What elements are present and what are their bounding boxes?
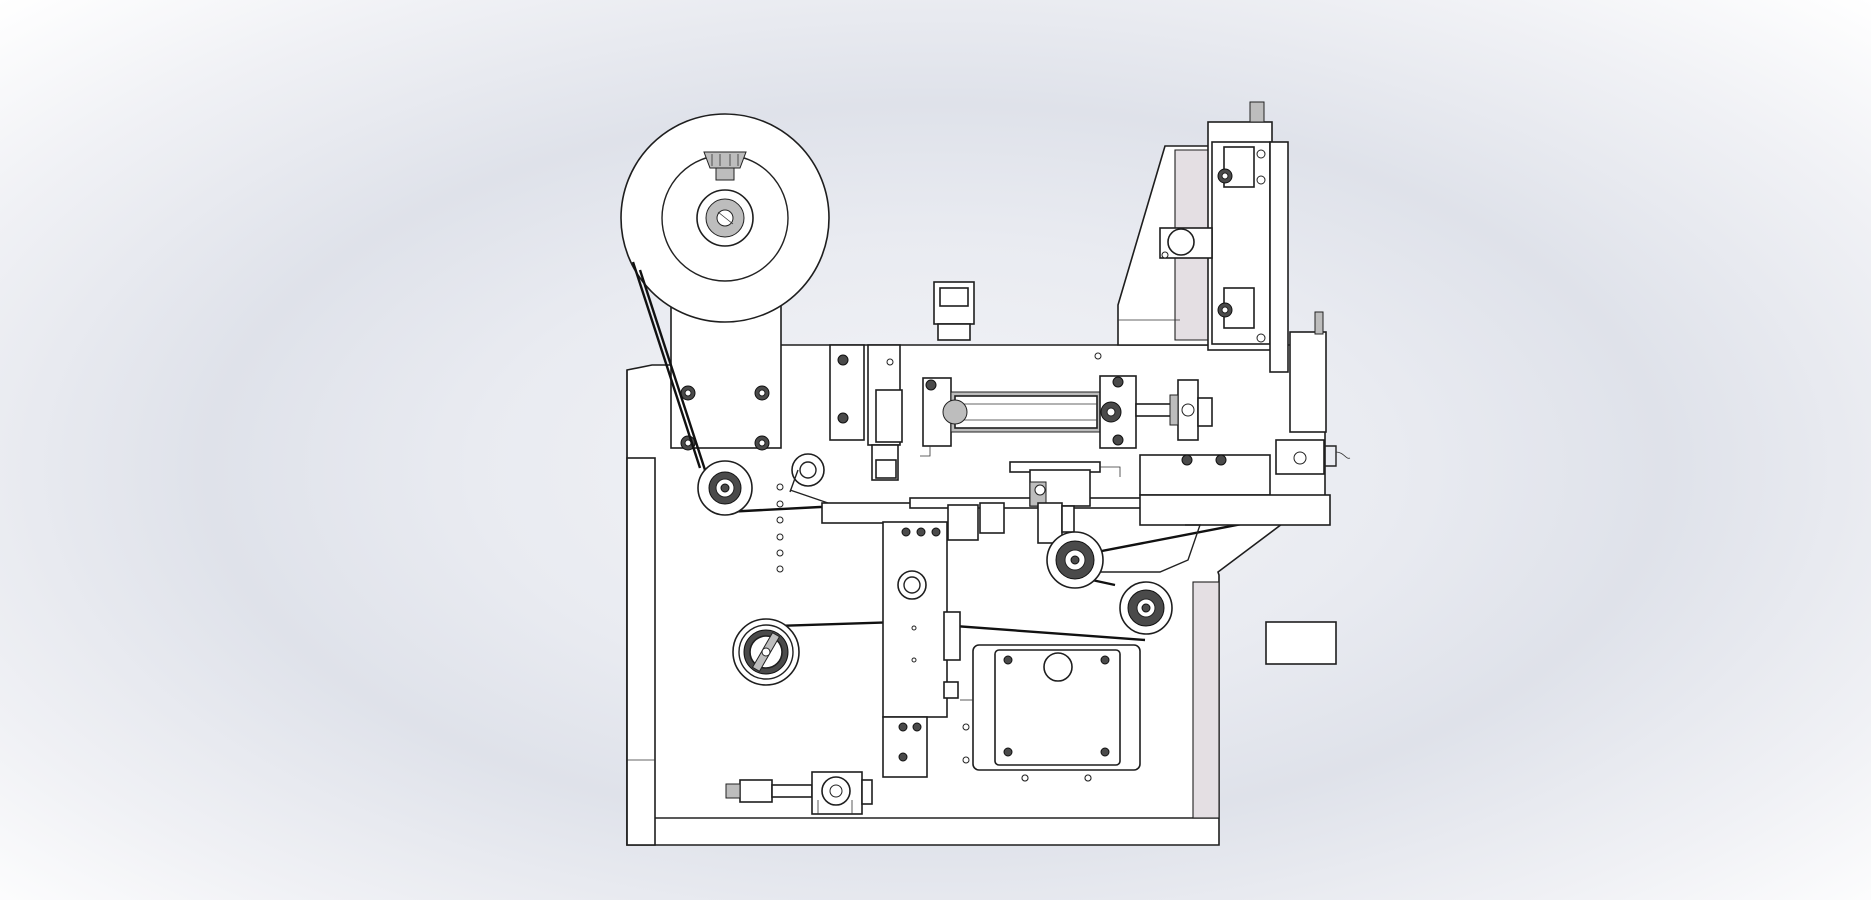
guide-roller-icon	[697, 460, 753, 516]
sensor-bracket-icon	[829, 344, 903, 481]
drive-roller-icon	[1046, 531, 1104, 589]
guide-roller-icon	[789, 453, 825, 493]
pinch-roller-icon	[1119, 581, 1173, 635]
pressure-gauge-icon	[933, 281, 975, 341]
reel-knob-icon[interactable]	[703, 151, 747, 181]
roller-arm	[1100, 524, 1201, 573]
pneumatic-cylinder-icon	[920, 375, 1213, 457]
vertical-slide-icon	[1159, 101, 1351, 475]
solenoid-valve-icon	[725, 771, 873, 815]
label-reel-icon	[620, 113, 830, 451]
label-sensor-icon	[1009, 461, 1121, 544]
clamp-knob-icon[interactable]	[732, 618, 800, 686]
label-sample-icon	[1265, 621, 1337, 665]
stepper-motor-icon	[960, 644, 1141, 782]
carriage-plate-icon	[882, 502, 1005, 778]
